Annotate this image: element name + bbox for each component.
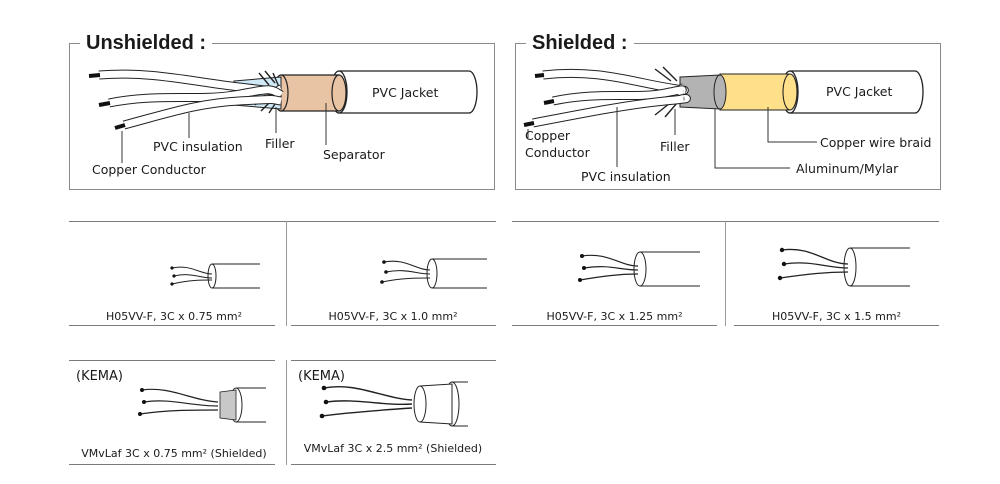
label-copper-conductor-unshielded: Copper Conductor xyxy=(92,162,206,177)
caption-vmvlaf-075: VMvLaf 3C x 0.75 mm² (Shielded) xyxy=(81,447,267,460)
shielded-cable-illustration xyxy=(523,66,924,169)
label-pvc-jacket-shielded: PVC Jacket xyxy=(826,84,893,99)
label-filler-unshielded: Filler xyxy=(265,136,295,151)
row2-divider xyxy=(286,360,287,465)
caption-h05vvf-125: H05VV-F, 3C x 1.25 mm² xyxy=(546,310,683,323)
cable-icon-h05vvf-075 xyxy=(170,263,260,289)
row1-divider xyxy=(725,221,726,326)
unshielded-title: Unshielded : xyxy=(80,32,213,54)
label-copper-conductor-shielded-line1: Copper xyxy=(525,128,571,143)
label-copper-wire-braid: Copper wire braid xyxy=(820,135,932,150)
unshielded-cable-illustration xyxy=(88,69,478,163)
label-pvc-insulation-unshielded: PVC insulation xyxy=(153,139,243,154)
caption-h05vvf-10: H05VV-F, 3C x 1.0 mm² xyxy=(328,310,458,323)
shielded-panel xyxy=(515,43,941,190)
row1-bottom-rule xyxy=(291,325,496,326)
unshielded-panel xyxy=(69,43,495,190)
row1-top-rule xyxy=(69,221,496,222)
label-pvc-jacket-unshielded: PVC Jacket xyxy=(372,85,439,100)
caption-vmvlaf-25: VMvLaf 3C x 2.5 mm² (Shielded) xyxy=(303,442,483,455)
row1-bottom-rule xyxy=(734,325,939,326)
kema-tag-2: (KEMA) xyxy=(298,369,345,384)
kema-tag-1: (KEMA) xyxy=(76,369,123,384)
cable-icon-h05vvf-125 xyxy=(578,251,700,287)
cable-icon-h05vvf-15 xyxy=(777,247,910,287)
row1-bottom-rule xyxy=(69,325,275,326)
caption-h05vvf-075: H05VV-F, 3C x 0.75 mm² xyxy=(106,310,242,323)
cable-icon-vmvlaf-25 xyxy=(319,381,468,427)
row1-divider xyxy=(286,221,287,326)
row2-bottom-rule xyxy=(291,464,496,465)
label-aluminum-mylar: Aluminum/Mylar xyxy=(796,161,899,176)
label-pvc-insulation-shielded: PVC insulation xyxy=(581,169,671,184)
cable-icon-h05vvf-10 xyxy=(380,258,487,289)
caption-h05vvf-15: H05VV-F, 3C x 1.5 mm² xyxy=(772,310,901,323)
shielded-title: Shielded : xyxy=(526,32,634,54)
row2-bottom-rule xyxy=(69,464,275,465)
row2-top-rule xyxy=(291,360,496,361)
label-filler-shielded: Filler xyxy=(660,139,690,154)
cable-icon-vmvlaf-075 xyxy=(138,387,266,423)
row1-bottom-rule xyxy=(512,325,717,326)
row2-top-rule xyxy=(69,360,275,361)
label-separator-unshielded: Separator xyxy=(323,147,385,162)
label-copper-conductor-shielded-line2: Conductor xyxy=(525,145,590,160)
